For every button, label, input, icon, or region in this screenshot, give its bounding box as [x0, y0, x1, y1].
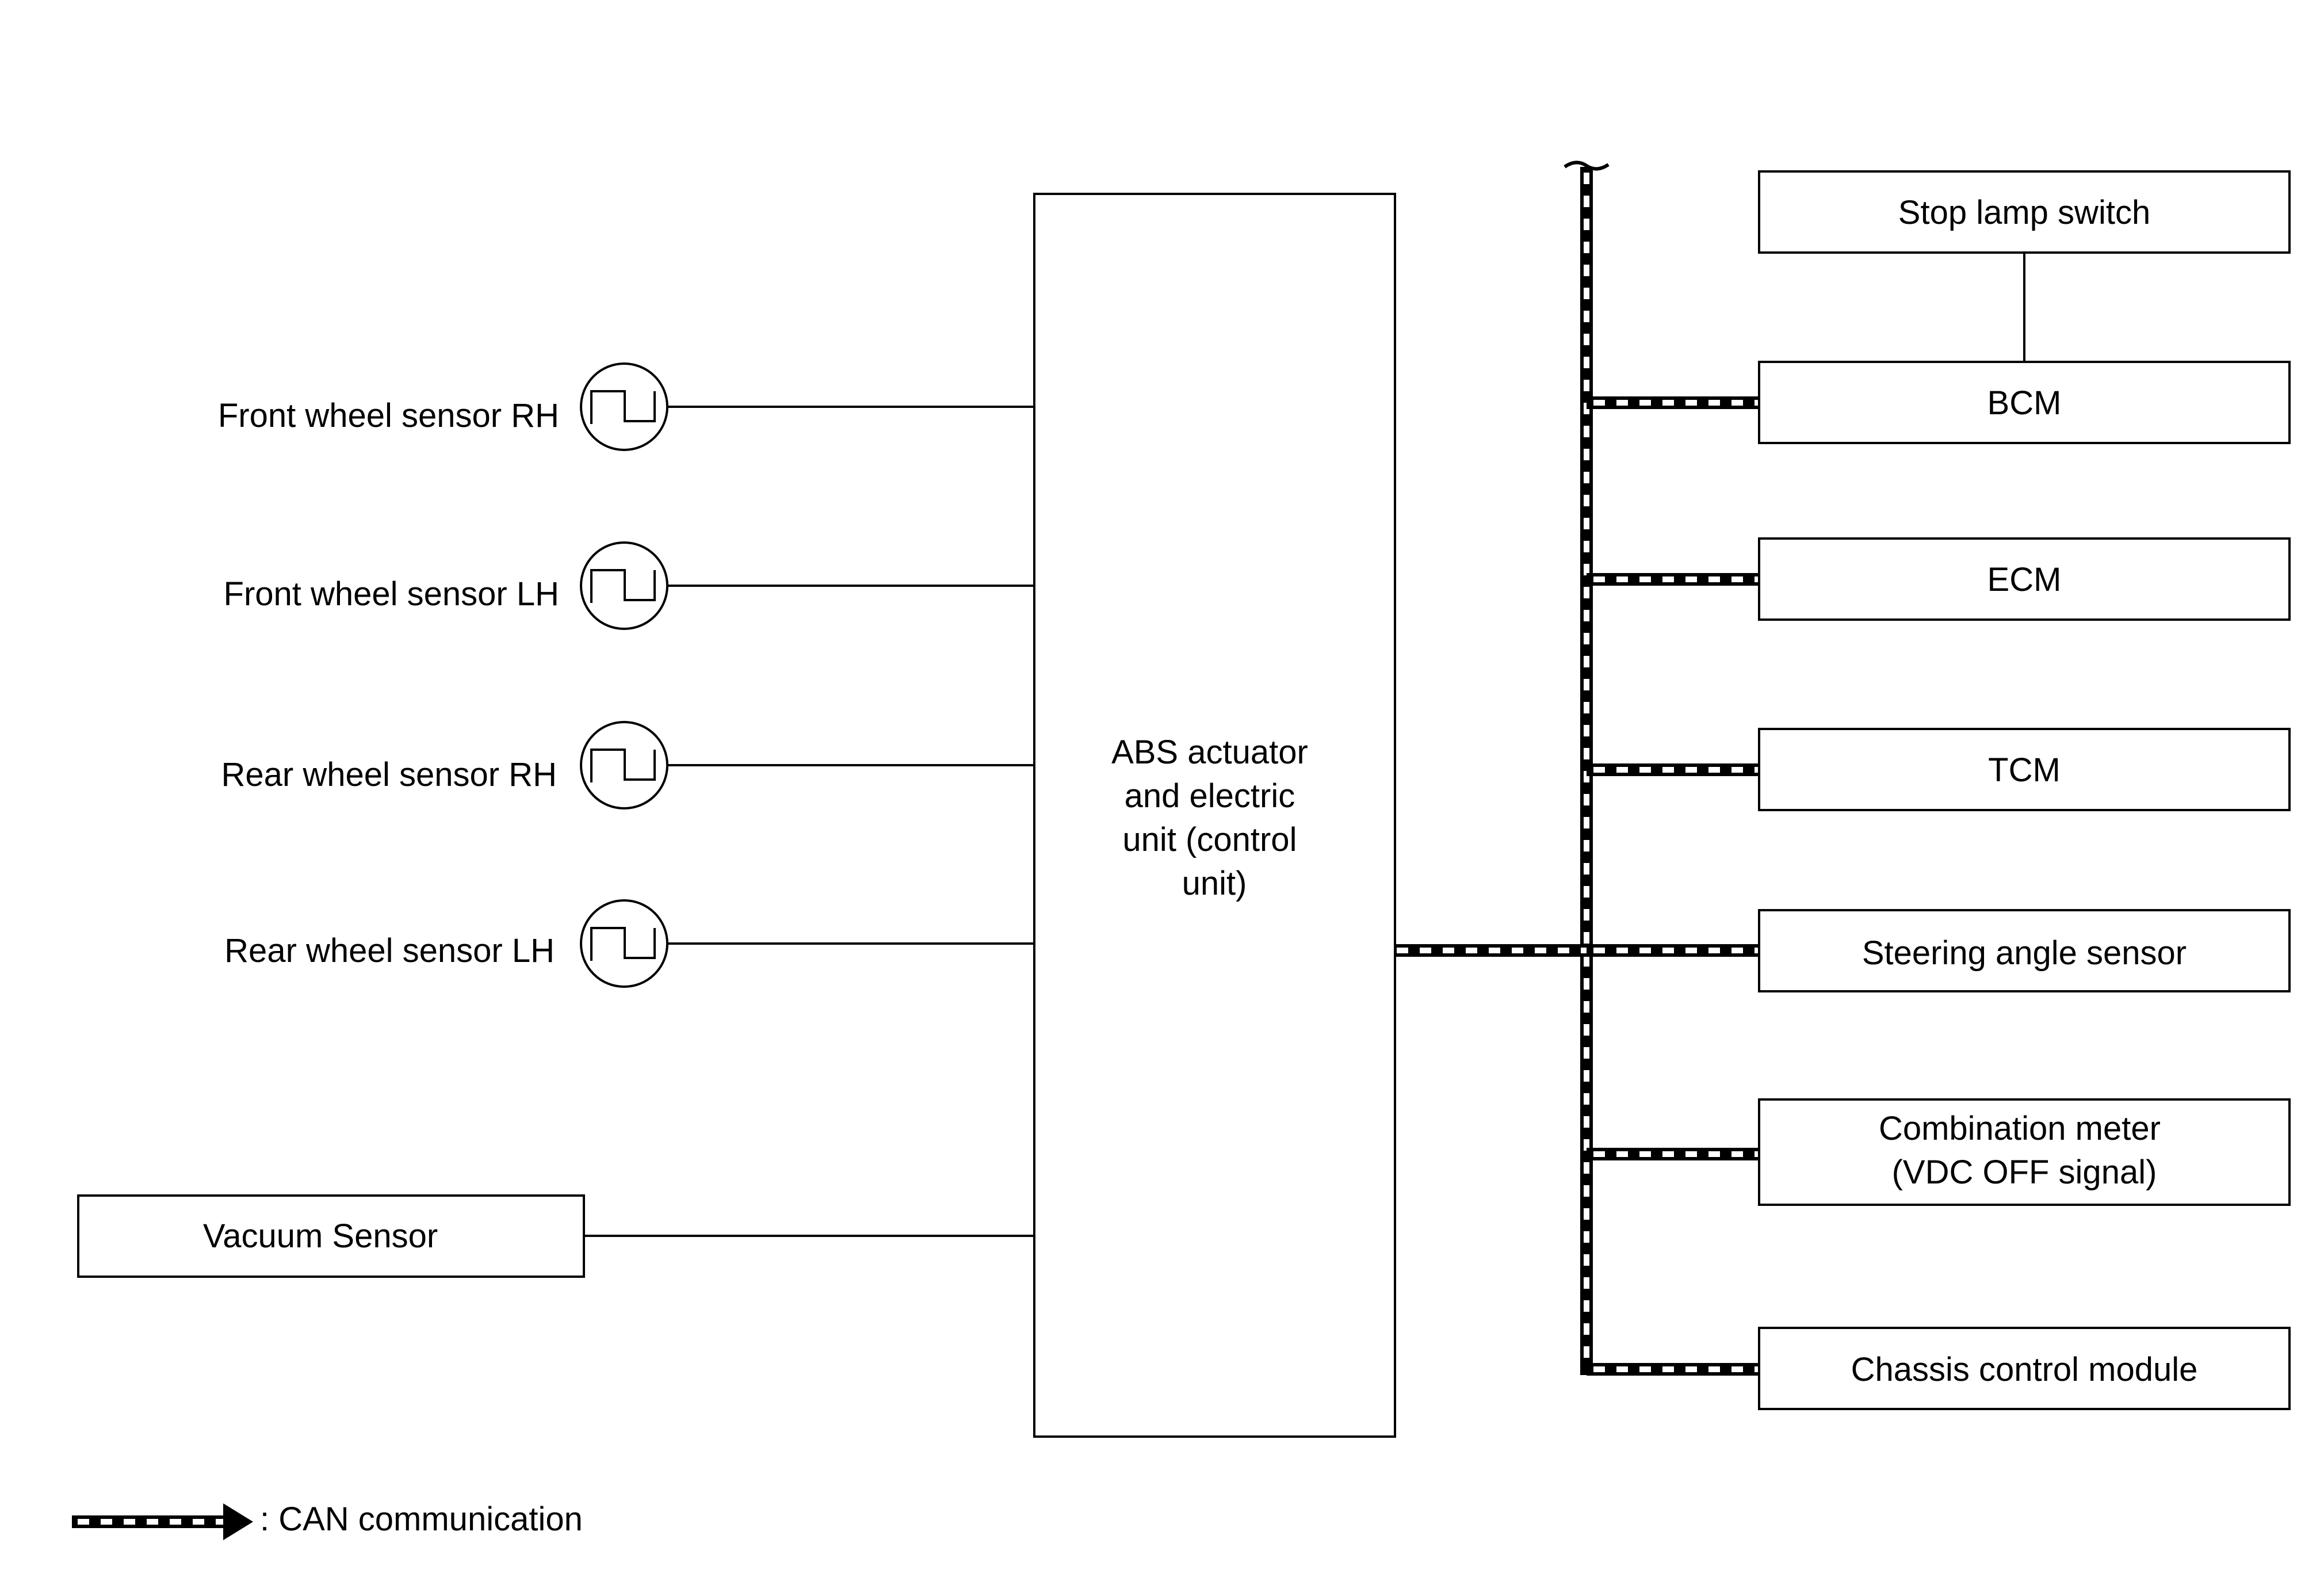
abs-unit-box — [1033, 193, 1396, 1438]
module-label: Combination meter (VDC OFF signal) — [1879, 1110, 2170, 1191]
module-box — [1758, 728, 2291, 811]
vacuum-sensor-label: Vacuum Sensor — [203, 1217, 438, 1255]
sensor-front-lh: Front wheel sensor LH — [224, 541, 1034, 630]
module-label: Steering angle sensor — [1862, 934, 2187, 972]
module-bcm: BCM — [1758, 361, 2291, 444]
can-bus — [1395, 161, 1759, 1376]
sensor-label: Front wheel sensor LH — [224, 575, 559, 613]
stop-lamp-switch: Stop lamp switch — [1758, 170, 2291, 362]
vacuum-sensor-box — [77, 1194, 585, 1278]
sensor-rear-lh: Rear wheel sensor LH — [224, 899, 1034, 988]
square-wave-icon — [590, 749, 656, 782]
module-label: ECM — [1987, 561, 2062, 598]
sensor-label: Rear wheel sensor LH — [224, 932, 555, 969]
module-box — [1758, 1098, 2291, 1206]
module-steering-angle-sensor: Steering angle sensor — [1758, 909, 2291, 992]
legend: : CAN communication — [72, 1500, 583, 1540]
abs-unit-label: ABS actuator and electric unit (control … — [1111, 734, 1317, 902]
legend-arrow-icon — [223, 1503, 253, 1540]
module-box — [1758, 909, 2291, 992]
can-trunk-break-mark — [1564, 161, 1610, 171]
sensor-front-rh: Front wheel sensor RH — [218, 362, 1034, 451]
vacuum-sensor: Vacuum Sensor — [77, 1194, 1034, 1278]
module-ecm: ECM — [1758, 537, 2291, 621]
square-wave-icon — [590, 390, 656, 424]
module-box — [1758, 361, 2291, 444]
module-label: Chassis control module — [1851, 1351, 2198, 1388]
module-box — [1758, 537, 2291, 621]
module-label: BCM — [1987, 384, 2062, 422]
module-label: TCM — [1988, 751, 2061, 789]
sensor-rear-rh: Rear wheel sensor RH — [221, 721, 1034, 809]
stop-lamp-switch-label: Stop lamp switch — [1898, 194, 2150, 231]
square-wave-icon — [590, 569, 656, 603]
square-wave-icon — [590, 927, 656, 961]
module-tcm: TCM — [1758, 728, 2291, 811]
module-box — [1758, 1327, 2291, 1410]
module-chassis-control: Chassis control module — [1758, 1327, 2291, 1410]
sensor-label: Rear wheel sensor RH — [221, 756, 557, 793]
legend-label: : CAN communication — [260, 1500, 583, 1538]
sensor-label: Front wheel sensor RH — [218, 397, 559, 434]
module-combination-meter: Combination meter (VDC OFF signal) — [1758, 1098, 2291, 1206]
